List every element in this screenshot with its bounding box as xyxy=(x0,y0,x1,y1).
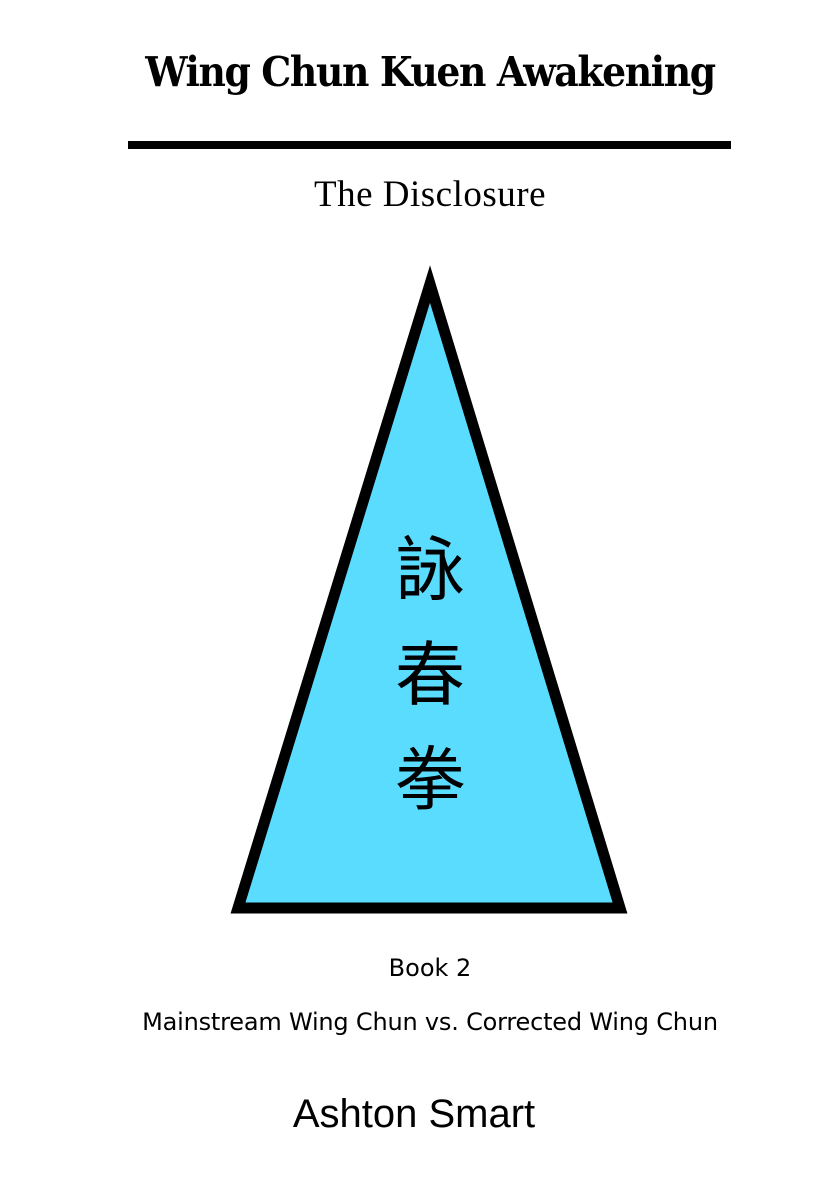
cjk-character-chun: 春 xyxy=(395,634,465,716)
book-title: Wing Chun Kuen Awakening xyxy=(145,48,716,96)
book-tagline: Mainstream Wing Chun vs. Corrected Wing … xyxy=(142,1008,718,1036)
triangle-shape xyxy=(230,265,628,914)
book-number: Book 2 xyxy=(388,954,472,982)
title-divider xyxy=(128,141,731,149)
cjk-character-kuen: 拳 xyxy=(395,739,465,821)
author-name: Ashton Smart xyxy=(292,1092,536,1136)
cjk-character-wing: 詠 xyxy=(395,529,465,611)
book-subtitle: The Disclosure xyxy=(313,174,547,215)
